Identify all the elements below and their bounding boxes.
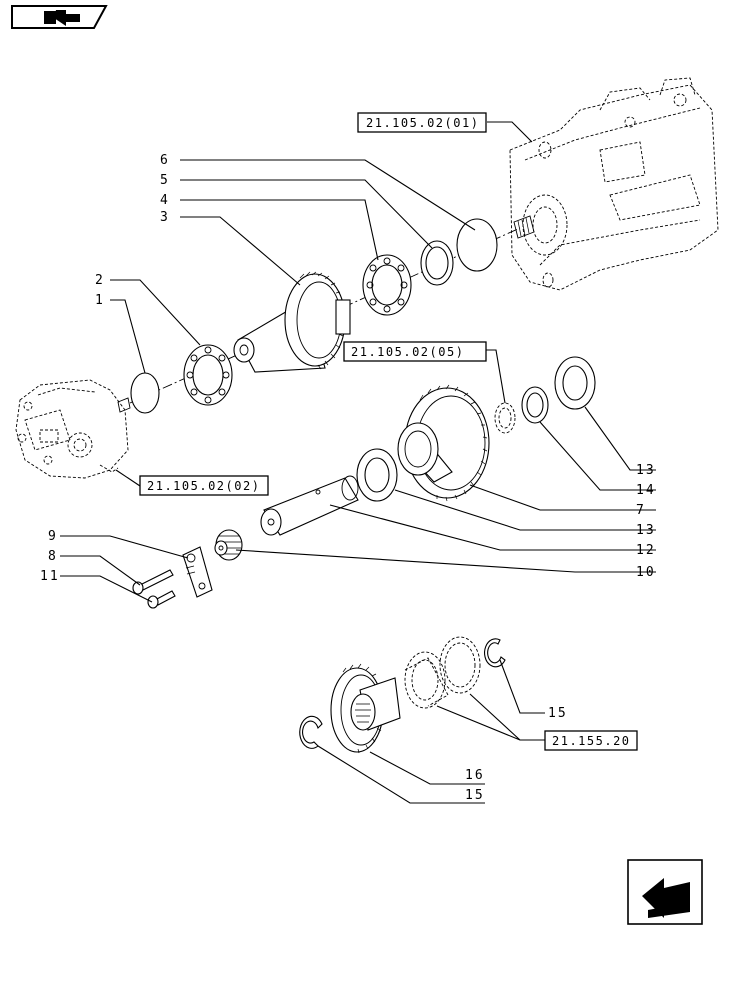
callout-15b: 15 [465, 788, 485, 803]
callout-11: 11 [40, 569, 60, 584]
pump-housing [509, 77, 719, 291]
svg-text:21.105.02(02): 21.105.02(02) [147, 479, 260, 493]
callout-9: 9 [48, 529, 58, 544]
return-arrow-icon[interactable] [627, 859, 703, 925]
part-1-seal [130, 372, 160, 414]
part-2-bearing [183, 344, 233, 406]
callout-7: 7 [636, 503, 646, 518]
svg-text:21.105.02(05): 21.105.02(05) [351, 345, 464, 359]
callout-numbers: 6 5 4 3 2 1 13 14 7 13 12 10 9 8 11 15 1… [40, 153, 656, 803]
callout-12: 12 [636, 543, 656, 558]
part-10-sleeve [214, 529, 243, 561]
ref-box-20[interactable]: 21.155.20 [544, 730, 638, 751]
callout-8: 8 [48, 549, 58, 564]
part-7-gear [397, 384, 490, 502]
svg-text:21.105.02(01): 21.105.02(01) [366, 116, 479, 130]
part-15-snap-ring [299, 715, 323, 749]
callout-2: 2 [95, 273, 105, 288]
part-13b-bearing [554, 356, 596, 410]
callout-16: 16 [465, 768, 485, 783]
callout-3: 3 [160, 210, 170, 225]
callout-14: 14 [636, 483, 656, 498]
part-9-bracket [182, 546, 213, 598]
callout-13b: 13 [636, 523, 656, 538]
part-13-bearing [356, 448, 398, 502]
part-14-spacer [521, 386, 549, 424]
callout-1: 1 [95, 293, 105, 308]
part-6-seal [456, 218, 498, 272]
part-11-screw [147, 590, 176, 609]
part-12-shaft [260, 475, 359, 536]
hydraulic-motor [15, 379, 131, 479]
callout-4: 4 [160, 193, 170, 208]
ref-box-05[interactable]: 21.105.02(05) [343, 341, 487, 362]
callout-13a: 13 [636, 463, 656, 478]
book-arrow-icon[interactable] [11, 5, 108, 29]
part-3-gear-shaft [233, 271, 351, 373]
svg-text:21.155.20: 21.155.20 [552, 734, 631, 748]
leader-lines [60, 121, 656, 804]
part-5-spacer [420, 240, 454, 286]
ref-box-02[interactable]: 21.105.02(02) [139, 475, 269, 496]
callout-15a: 15 [548, 706, 568, 721]
part-15b-snap-ring [484, 638, 506, 668]
ref-box-01[interactable]: 21.105.02(01) [357, 112, 487, 133]
part-4-bearing [362, 254, 412, 316]
callout-10: 10 [636, 565, 656, 580]
part-8-screw [132, 569, 174, 595]
callout-6: 6 [160, 153, 170, 168]
part-16-gear [330, 663, 401, 754]
callout-5: 5 [160, 173, 170, 188]
ref-assembly-dashed [404, 636, 481, 709]
